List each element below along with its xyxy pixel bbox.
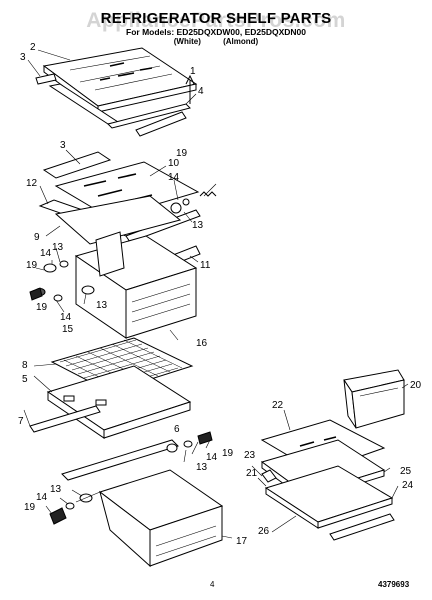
- callout-13: 13: [192, 220, 204, 231]
- callout-11: 11: [200, 260, 211, 271]
- callout-3b: 3: [60, 140, 66, 151]
- page-number: 4: [210, 580, 215, 589]
- document-part-number: 4379693: [378, 580, 410, 589]
- callout-19e: 19: [24, 502, 36, 513]
- callout-13c: 13: [96, 300, 108, 311]
- callout-17: 17: [236, 536, 248, 547]
- callout-22: 22: [272, 400, 284, 411]
- diagram-title: REFRIGERATOR SHELF PARTS: [100, 10, 332, 27]
- callout-1: 1: [190, 66, 196, 77]
- right-shelf-assembly: [260, 419, 395, 541]
- callout-3: 3: [20, 52, 26, 63]
- callout-8: 8: [22, 360, 28, 371]
- callout-9: 9: [34, 232, 40, 243]
- callout-4: 4: [198, 86, 204, 97]
- color-variants: (White) (Almond): [0, 37, 432, 46]
- deli-pan: [343, 369, 405, 429]
- callout-10: 10: [168, 158, 180, 169]
- callout-12: 12: [26, 178, 38, 189]
- callout-14e: 14: [36, 492, 48, 503]
- callout-6: 6: [174, 424, 180, 435]
- callout-14b: 14: [40, 248, 52, 259]
- callout-19: 19: [176, 148, 188, 159]
- callout-14c: 14: [60, 312, 72, 323]
- callout-15: 15: [62, 324, 74, 335]
- callout-14: 14: [168, 172, 180, 183]
- callout-13e: 13: [50, 484, 62, 495]
- callout-23: 23: [244, 450, 256, 461]
- middle-shelf-assembly: [38, 151, 217, 277]
- callout-21: 21: [246, 468, 258, 479]
- leader-lines: [27, 49, 409, 539]
- callout-19c: 19: [36, 302, 48, 313]
- callout-7: 7: [18, 416, 24, 427]
- variant-almond: (Almond): [223, 37, 259, 46]
- callout-19b: 19: [26, 260, 38, 271]
- crisper-drawer-lower: [49, 431, 224, 568]
- callout-26: 26: [258, 526, 270, 537]
- callout-24: 24: [402, 480, 414, 491]
- callout-19d: 19: [222, 448, 234, 459]
- callout-13d: 13: [196, 462, 208, 473]
- callout-labels: 2 3 1 4 3 10 19 12 14 13 9 11 13 19 14 1…: [18, 42, 422, 547]
- callout-20: 20: [410, 380, 422, 391]
- callout-14d: 14: [206, 452, 218, 463]
- model-subtitle: For Models: ED25DQXDW00, ED25DQXDN00: [126, 27, 306, 37]
- crisper-drawer-upper: [29, 231, 198, 339]
- callout-16: 16: [196, 338, 208, 349]
- glass-shelf-assembly: [23, 337, 194, 439]
- variant-white: (White): [173, 37, 201, 46]
- top-shelf-assembly: [35, 47, 198, 137]
- watermark: AppliancePartsPros.com: [86, 9, 346, 32]
- callout-2: 2: [30, 42, 36, 53]
- callout-25: 25: [400, 466, 412, 477]
- callout-13b: 13: [52, 242, 64, 253]
- callout-5: 5: [22, 374, 28, 385]
